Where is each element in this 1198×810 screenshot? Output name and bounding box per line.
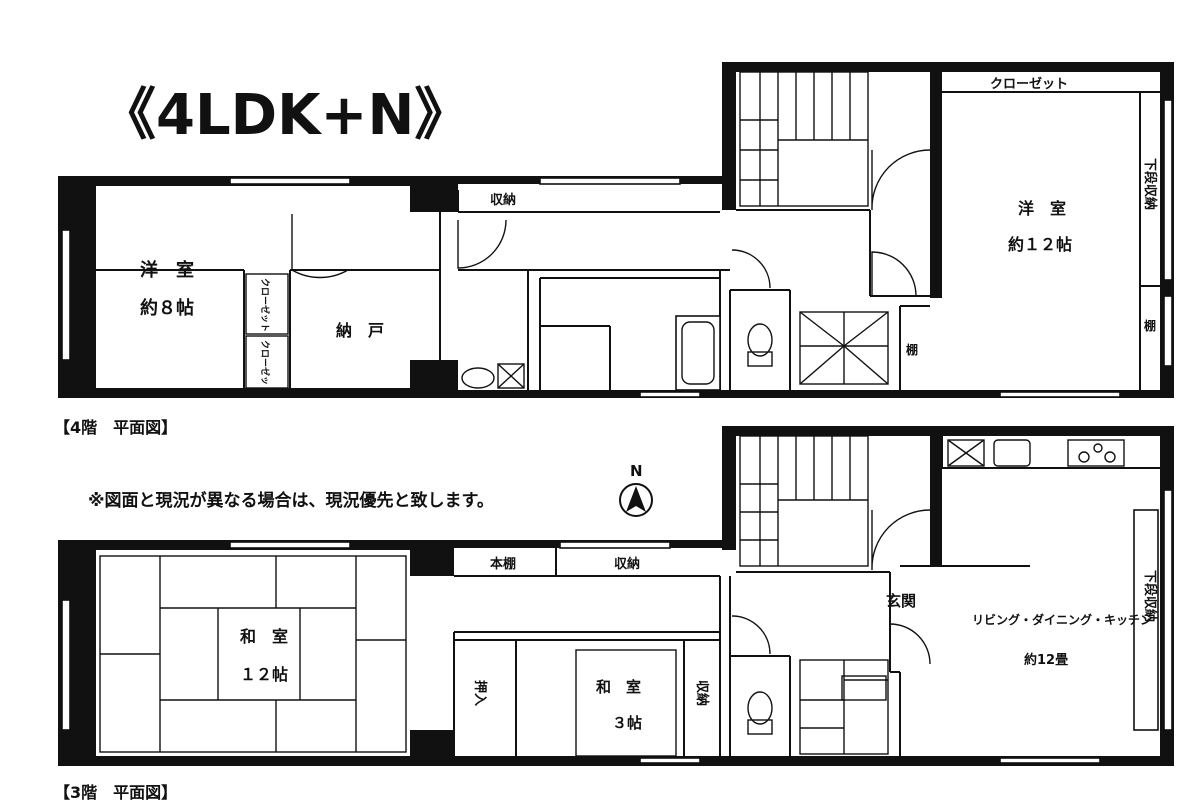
floor4-stairs <box>739 71 889 385</box>
compass-label: N <box>630 462 643 480</box>
room-western8-size: 約８帖 <box>140 297 194 319</box>
room-washitsu3-name: 和 室 <box>596 678 641 696</box>
room-washitsu12-size: １２帖 <box>240 665 288 684</box>
storage-side-3f: 収納 <box>694 680 710 706</box>
floor4-plan <box>58 62 1174 398</box>
tatami-mats <box>99 555 407 753</box>
oshiire-label: 押入 <box>472 680 488 706</box>
lower-storage-4f: 下段収納 <box>1142 158 1158 210</box>
disclaimer-note: ※図面と現況が異なる場合は、現況優先と致します。 <box>88 490 494 511</box>
bookshelf-label: 本棚 <box>490 556 516 572</box>
closet-b-label: クローゼット <box>259 340 271 394</box>
plan-title: 《4LDK+N》 <box>100 83 470 148</box>
ldk-size: 約12畳 <box>1024 652 1068 668</box>
closet-top-label: クローゼット <box>990 76 1068 92</box>
room-western8-name: 洋 室 <box>140 259 194 281</box>
floor3-plan <box>58 426 1174 766</box>
room-washitsu3-size: ３帖 <box>612 714 642 732</box>
ldk-name: リビング・ダイニング・キッチン <box>972 612 1152 627</box>
room-western12-size: 約１２帖 <box>1008 235 1072 254</box>
genkan-label: 玄関 <box>886 592 916 610</box>
storage-label-3f: 収納 <box>614 556 640 572</box>
shelf-stair-4f: 棚 <box>906 342 918 357</box>
closet-a-label: クローゼット <box>259 278 271 332</box>
floor3-stairs <box>739 435 889 755</box>
north-compass: N <box>619 462 653 517</box>
room-washitsu12-name: 和 室 <box>240 627 288 646</box>
floor3-caption: 【3階 平面図】 <box>54 783 177 802</box>
room-western12-name: 洋 室 <box>1018 199 1066 218</box>
shelf-right-4f: 棚 <box>1144 318 1156 333</box>
storage-label-4f: 収納 <box>490 192 516 208</box>
room-nando-label: 納 戸 <box>336 321 384 340</box>
lower-storage-3f: 下段収納 <box>1142 570 1158 622</box>
floor4-caption: 【4階 平面図】 <box>54 418 177 437</box>
